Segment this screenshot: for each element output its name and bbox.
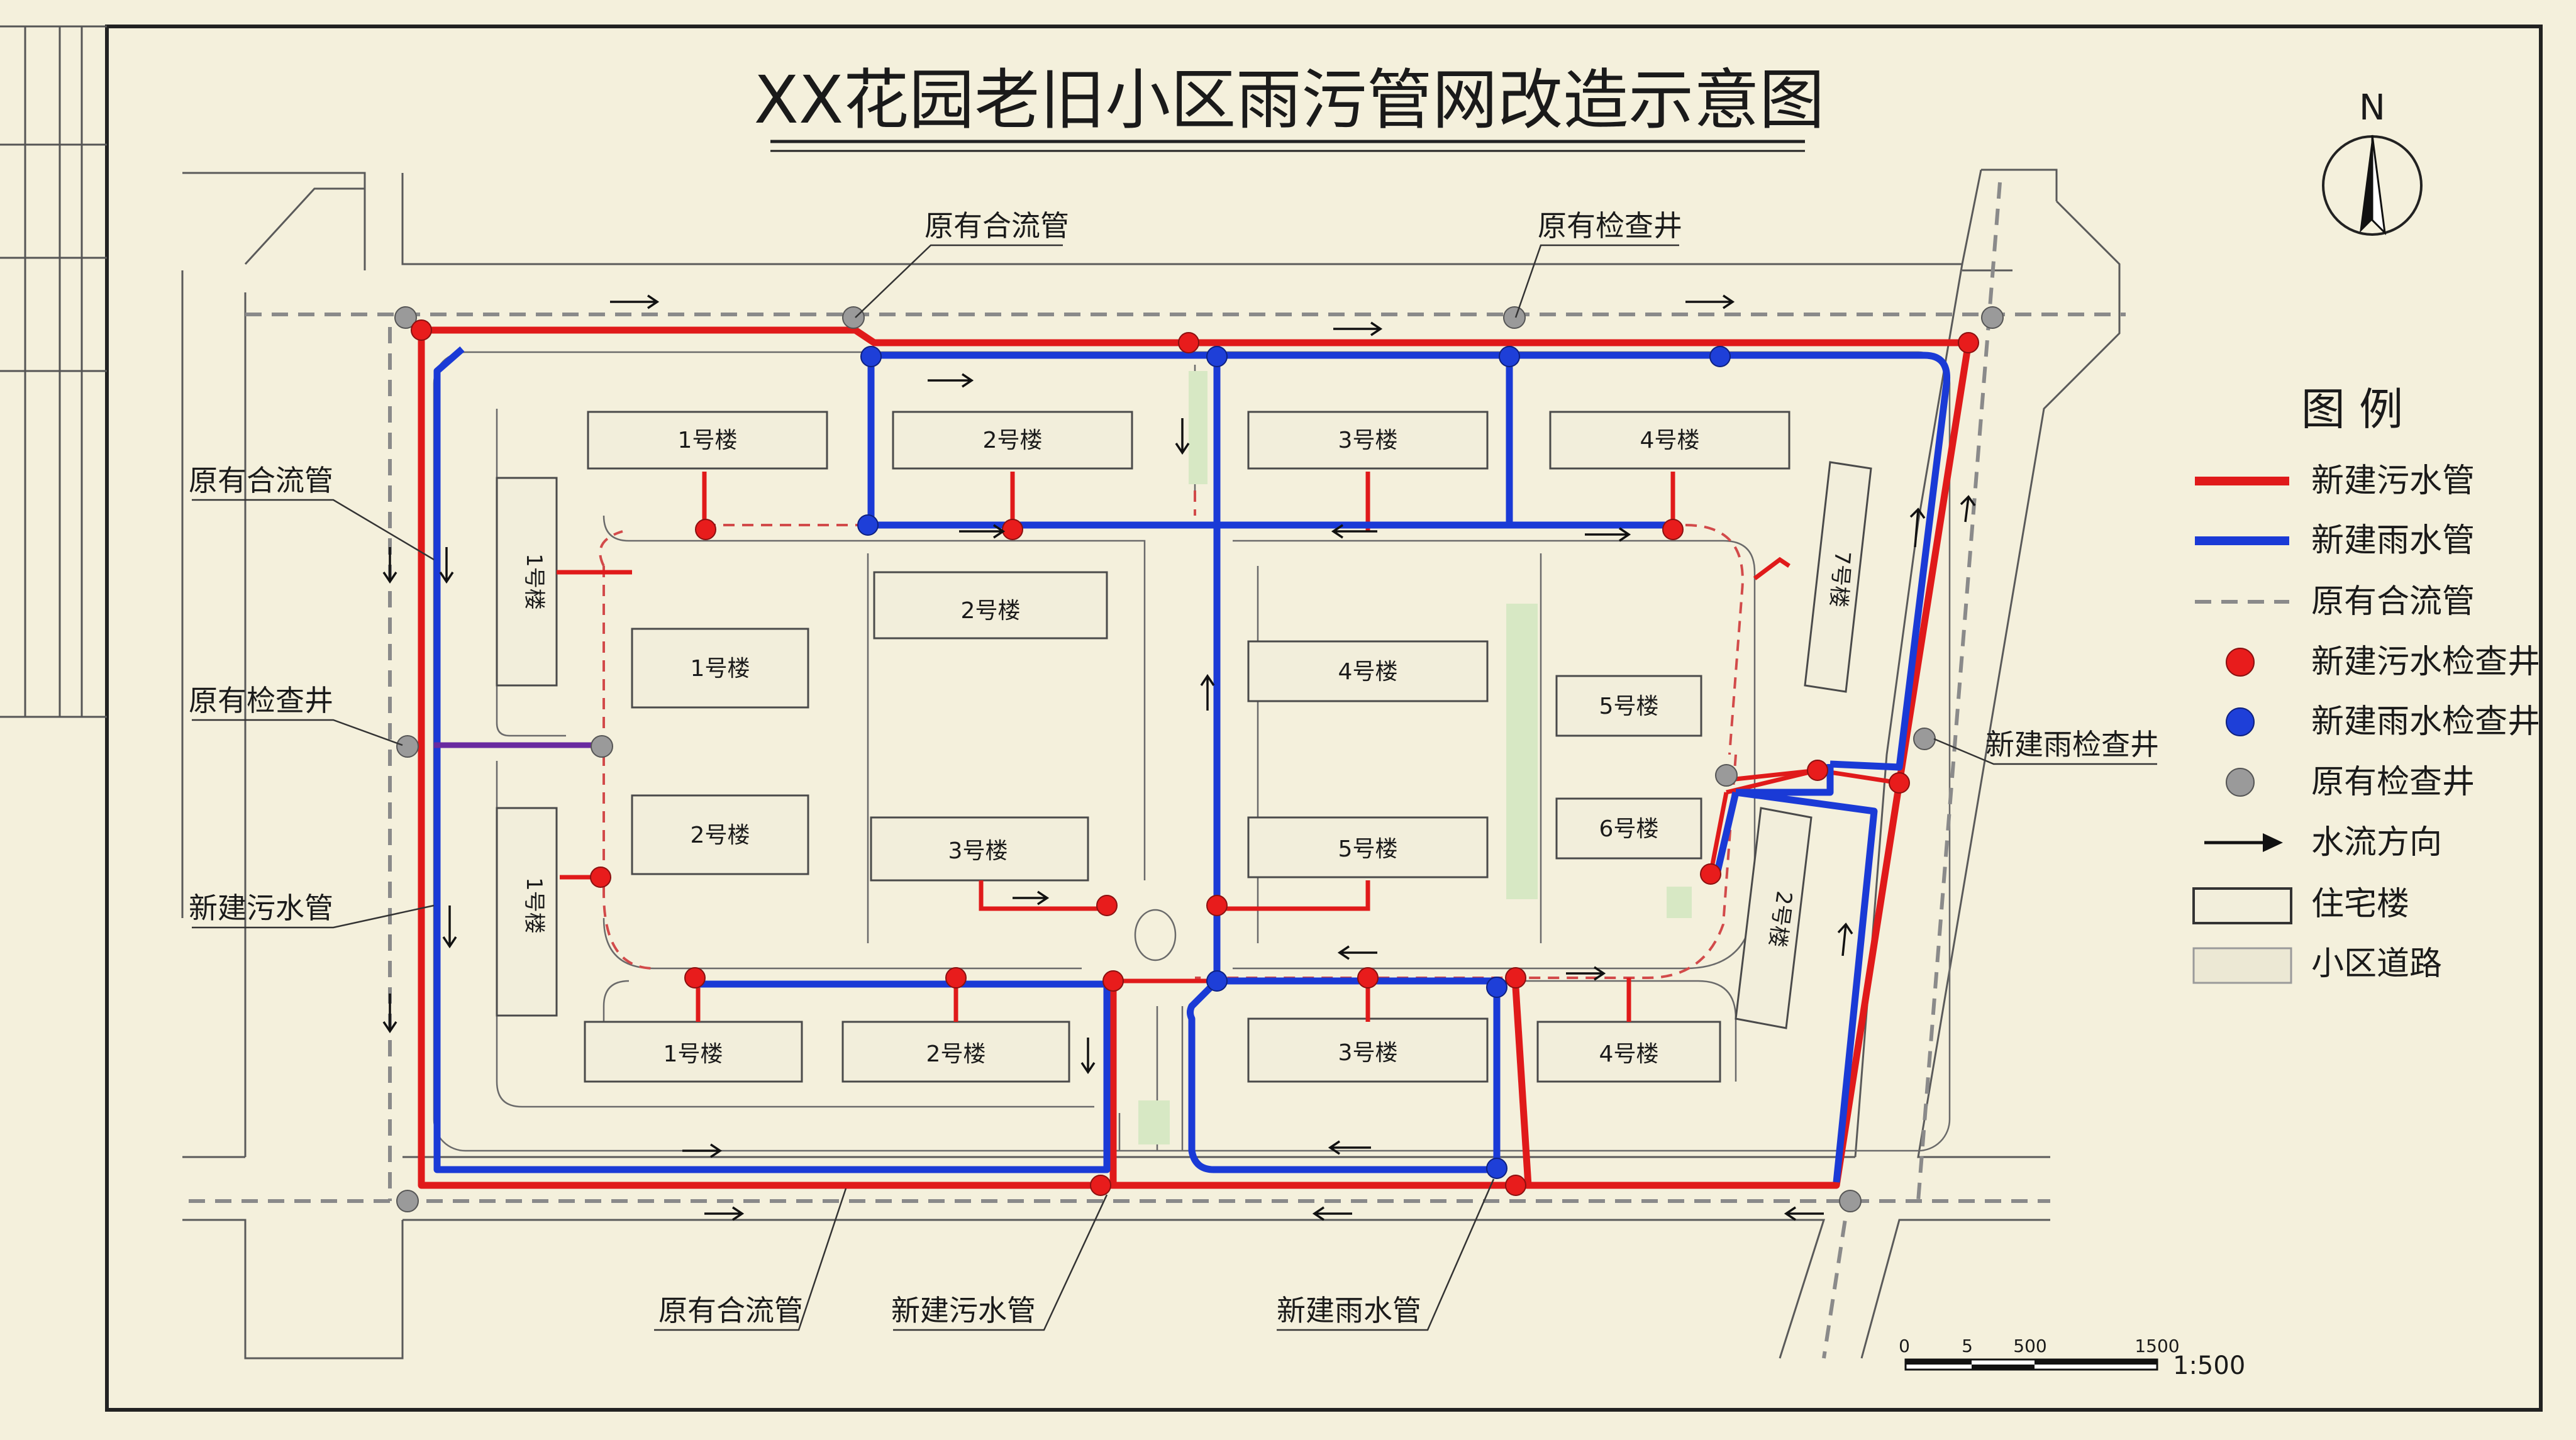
legend-item-combined: 原有合流管 [2311, 583, 2475, 621]
residential-buildings: 1号楼 2号楼 3号楼 4号楼 1号楼 1号楼 2号楼 1号楼 [496, 411, 1872, 1083]
svg-text:3号楼: 3号楼 [1338, 1040, 1398, 1066]
page-title: XX花园老旧小区雨污管网改造示意图 [754, 62, 1825, 138]
svg-text:5号楼: 5号楼 [1338, 836, 1398, 862]
building: 1号楼 [496, 477, 558, 687]
building: 2号楼 [1735, 807, 1813, 1029]
svg-text:1号楼: 1号楼 [521, 553, 547, 610]
callout-right-rain-manhole: 新建雨检查井 [1985, 728, 2159, 762]
legend-item-road: 小区道路 [2311, 945, 2442, 983]
callout-left-sewer: 新建污水管 [189, 891, 333, 925]
svg-text:1500: 1500 [2135, 1336, 2179, 1356]
north-arrow-icon: N [2322, 87, 2423, 236]
svg-text:5: 5 [1962, 1336, 1973, 1356]
svg-text:3号楼: 3号楼 [1338, 428, 1398, 453]
legend-title: 图 例 [2301, 384, 2403, 435]
manholes [394, 306, 2004, 1212]
building: 2号楼 [841, 1021, 1070, 1083]
svg-text:500: 500 [2013, 1336, 2046, 1356]
svg-text:4号楼: 4号楼 [1640, 428, 1700, 453]
legend-item-flow: 水流方向 [2311, 824, 2442, 861]
building: 3号楼 [870, 816, 1089, 882]
legend: 图 例 新建污水管 新建雨水管 原有合流管 新建污水检查井 新建雨水检查井 原有… [2192, 384, 2540, 984]
svg-text:2号楼: 2号楼 [983, 428, 1043, 453]
svg-text:1号楼: 1号楼 [691, 656, 750, 682]
building: 5号楼 [1247, 816, 1489, 878]
external-roads [181, 169, 2121, 1360]
svg-text:7号楼: 7号楼 [1825, 550, 1855, 609]
legend-item-sewer: 新建污水管 [2311, 462, 2475, 500]
building: 1号楼 [587, 411, 828, 470]
building: 2号楼 [873, 571, 1108, 640]
building: 6号楼 [1555, 797, 1702, 860]
svg-text:2号楼: 2号楼 [691, 822, 750, 848]
building: 4号楼 [1549, 411, 1790, 470]
legend-item-rain-manhole: 新建雨水检查井 [2311, 703, 2540, 741]
legend-item-existing-manhole: 原有检查井 [2311, 763, 2475, 801]
svg-text:1号楼: 1号楼 [663, 1041, 723, 1067]
scale-bar: 0 5 500 1500 1:500 [1899, 1336, 2245, 1380]
building: 3号楼 [1247, 411, 1489, 470]
north-label: N [2359, 87, 2385, 128]
legend-item-rain: 新建雨水管 [2311, 522, 2475, 560]
scale-ratio: 1:500 [2173, 1351, 2245, 1380]
sheet-frame [0, 25, 2543, 1412]
building: 1号楼 [584, 1021, 803, 1083]
svg-text:1号楼: 1号楼 [678, 428, 738, 453]
legend-item-sewer-manhole: 新建污水检查井 [2311, 643, 2540, 681]
internal-roads [433, 351, 1951, 1152]
svg-text:5号楼: 5号楼 [1599, 694, 1659, 719]
building: 2号楼 [631, 794, 809, 875]
svg-text:6号楼: 6号楼 [1599, 816, 1659, 842]
svg-text:0: 0 [1899, 1336, 1910, 1356]
callouts: 原有合流管 原有检查井 原有合流管 原有检查井 新建污水管 新建雨检查井 原有合… [189, 209, 2159, 1331]
svg-text:2号楼: 2号楼 [926, 1041, 986, 1067]
building: 1号楼 [496, 807, 558, 1017]
svg-text:1号楼: 1号楼 [521, 877, 547, 934]
callout-left-combined: 原有合流管 [189, 463, 333, 497]
svg-text:2号楼: 2号楼 [961, 598, 1021, 624]
building: 1号楼 [631, 628, 809, 709]
svg-text:4号楼: 4号楼 [1599, 1041, 1659, 1067]
svg-text:3号楼: 3号楼 [948, 838, 1008, 864]
callout-bottom-rain: 新建雨水管 [1277, 1293, 1421, 1327]
building: 2号楼 [892, 411, 1133, 470]
callout-bottom-sewer: 新建污水管 [891, 1293, 1036, 1327]
building: 7号楼 [1804, 461, 1872, 693]
legend-item-building: 住宅楼 [2311, 885, 2409, 923]
arrow-icon [2263, 833, 2283, 852]
building: 4号楼 [1247, 640, 1489, 702]
svg-text:4号楼: 4号楼 [1338, 659, 1398, 685]
callout-left-manhole: 原有检查井 [189, 684, 333, 717]
callout-bottom-combined: 原有合流管 [658, 1293, 803, 1327]
building: 5号楼 [1555, 675, 1702, 737]
building: 3号楼 [1247, 1017, 1489, 1083]
existing-combined-pipe [189, 182, 2126, 1359]
callout-top-combined: 原有合流管 [924, 209, 1069, 243]
callout-top-manhole: 原有检查井 [1538, 209, 1682, 243]
building: 4号楼 [1536, 1021, 1721, 1083]
flow-arrows [382, 294, 1976, 1221]
